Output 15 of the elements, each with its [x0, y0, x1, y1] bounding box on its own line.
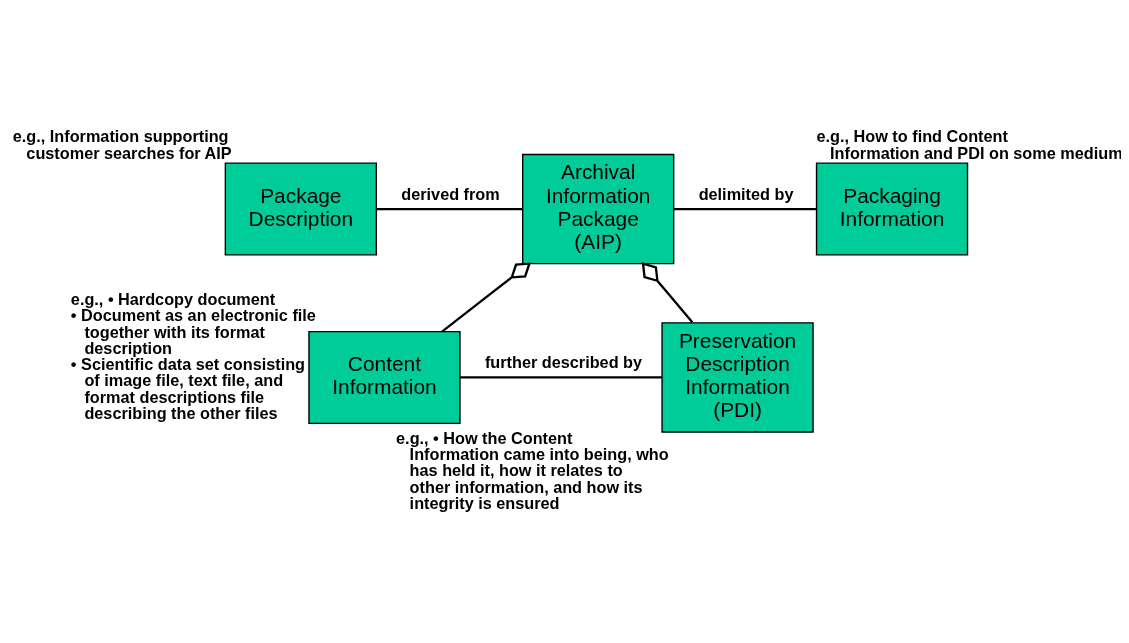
connector: [376, 207, 523, 210]
node-label: e.g., Information supporting customer searches for AIP: [12, 126, 232, 162]
node-box: Preservation Description Information (PDI): [661, 321, 814, 433]
node-box: Archival Information Package (AIP): [522, 153, 675, 264]
edge-label: derived from: [401, 184, 500, 203]
edge-label: further described by: [484, 352, 643, 371]
node-label: e.g., How to find Content Information and PDI on some medium: [816, 126, 1123, 162]
node-box: Package Description: [224, 161, 378, 256]
edge-label: delimited by: [698, 184, 794, 203]
node-box: Packaging Information: [815, 161, 969, 256]
connector: [460, 375, 662, 379]
connector: [673, 207, 817, 210]
node-box: Content Information: [308, 330, 461, 424]
connector: [441, 261, 532, 332]
connector: [641, 261, 694, 323]
